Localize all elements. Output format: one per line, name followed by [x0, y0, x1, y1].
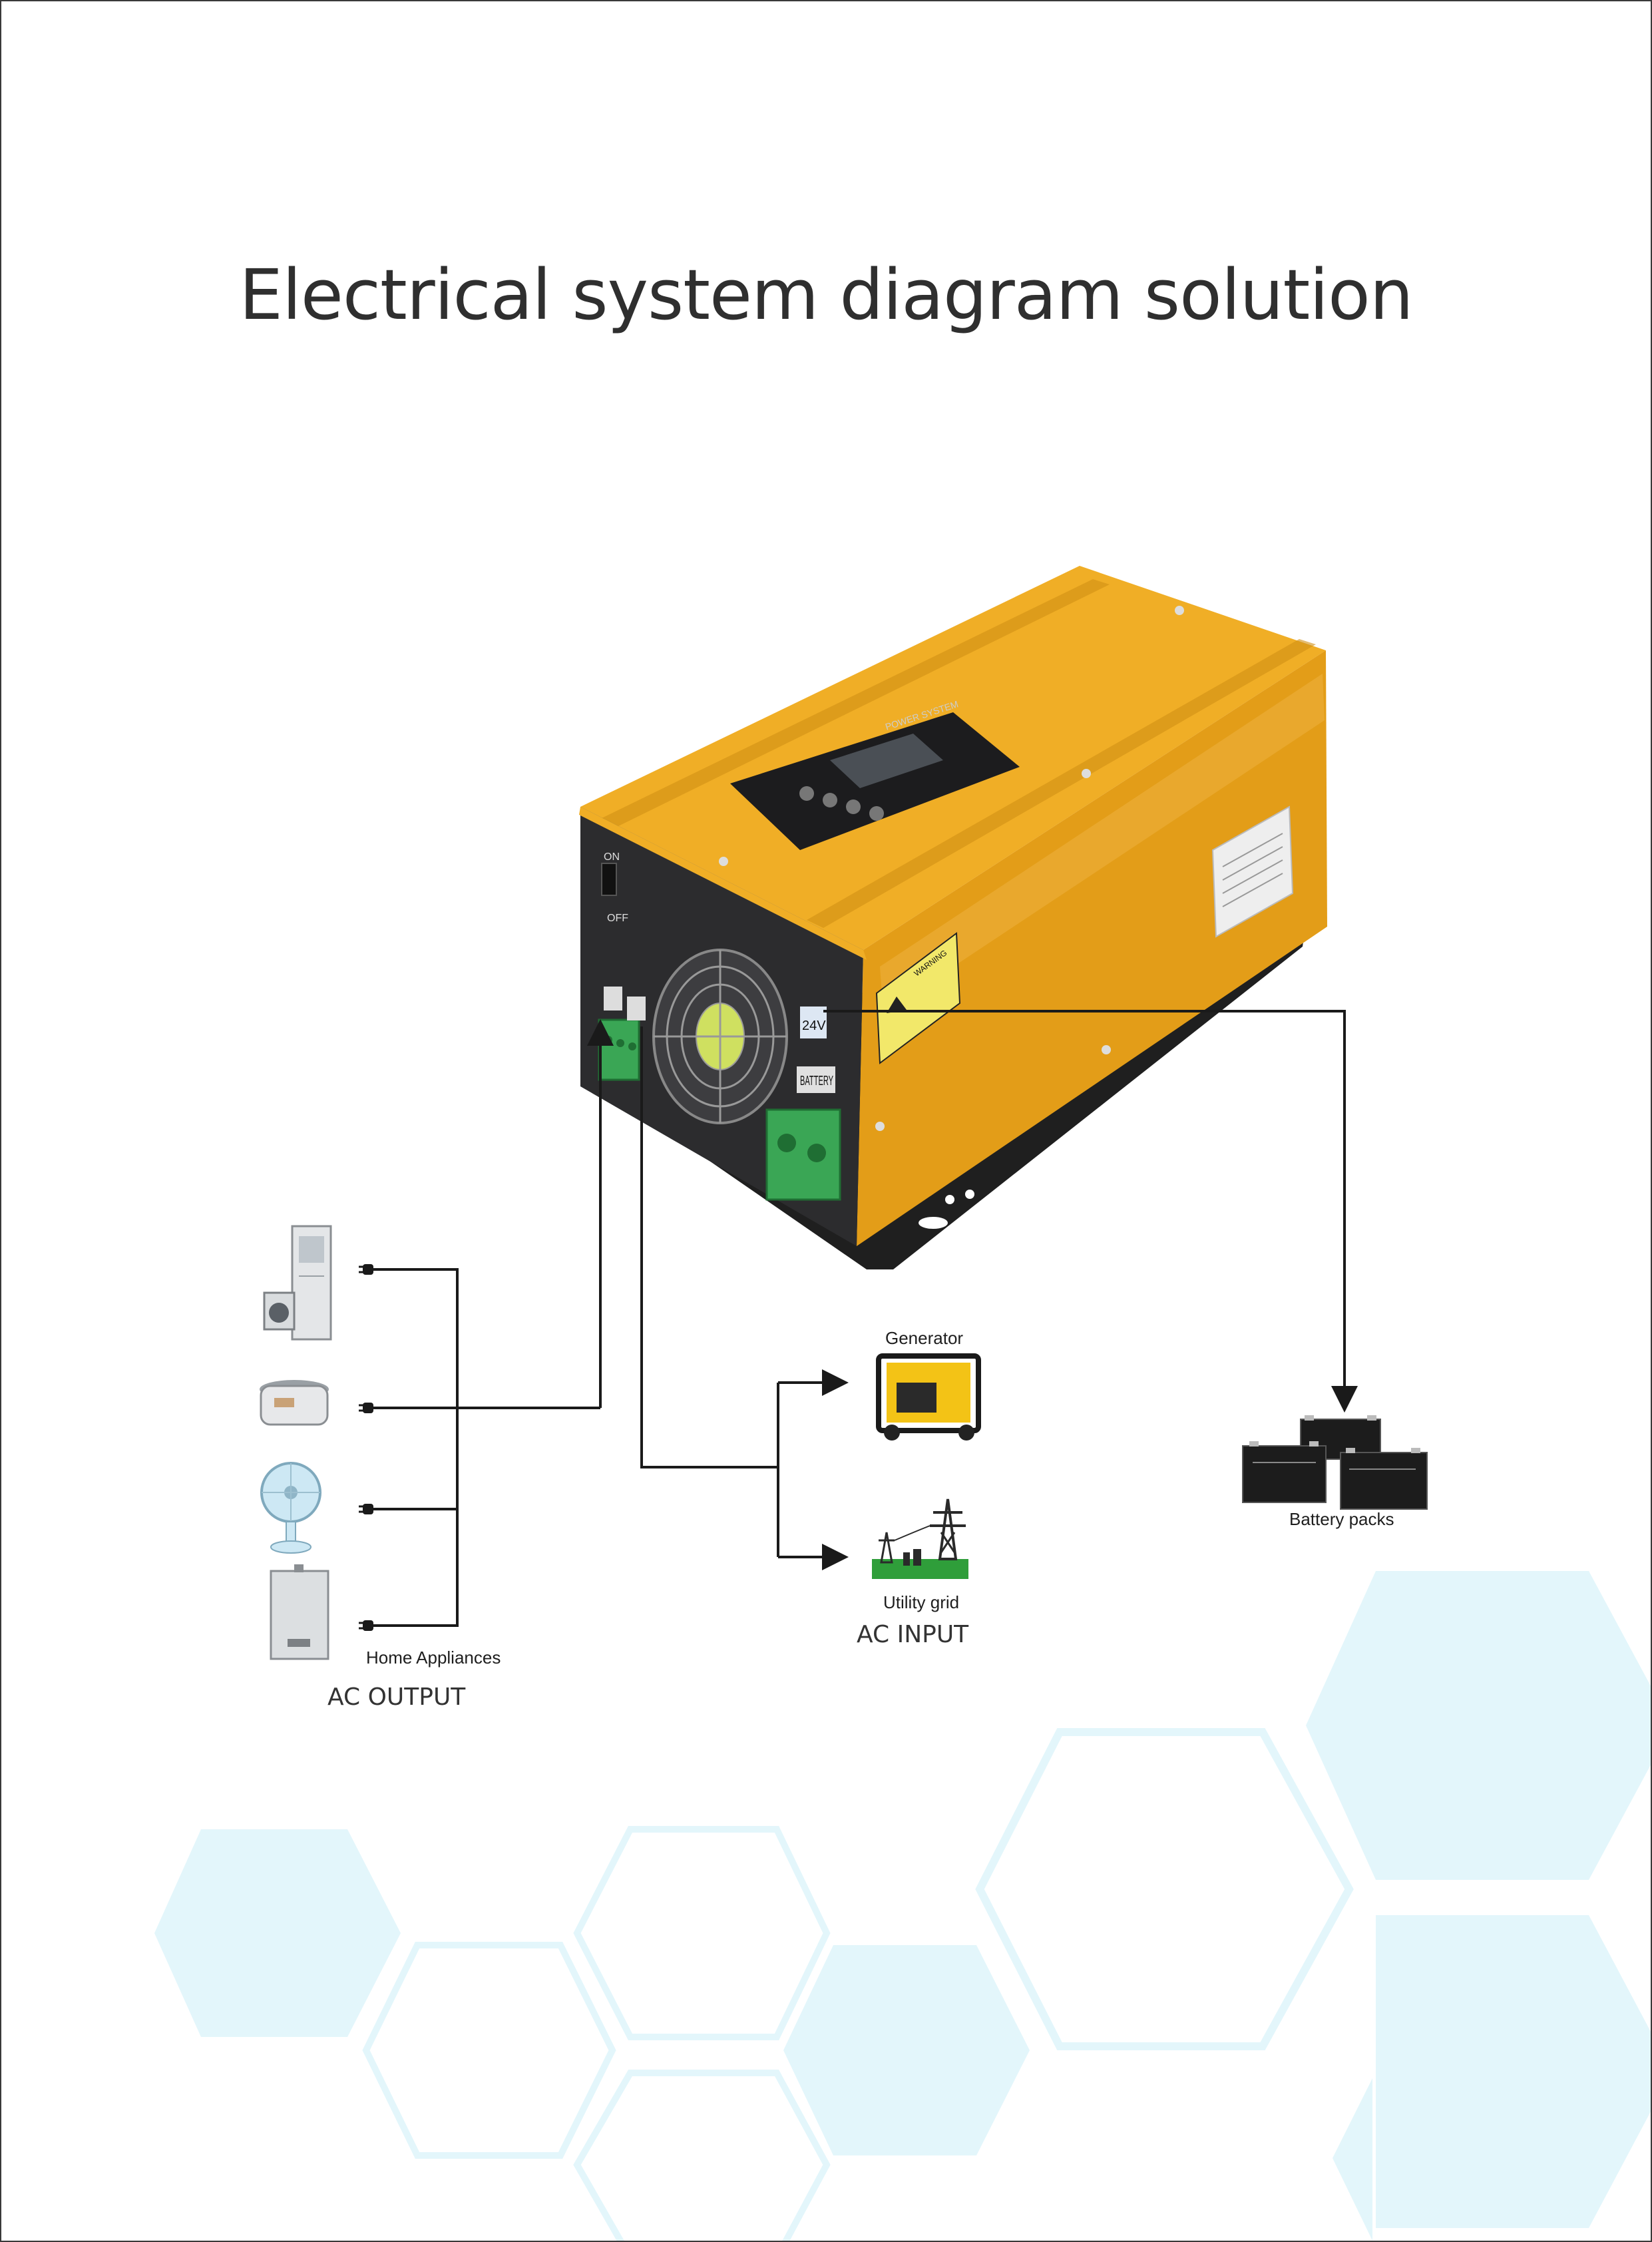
hexagon-outline	[975, 1728, 1354, 2050]
battery-packs-label: Battery packs	[1289, 1509, 1394, 1529]
hexagon-filled	[783, 1945, 1030, 2155]
voltage-label-plate	[800, 1007, 827, 1038]
washing-machine-icon	[263, 1291, 296, 1331]
hexagon-outline	[573, 1826, 831, 2040]
battery-label-plate	[797, 1066, 835, 1093]
inverter-side	[857, 650, 1327, 1246]
switch-on-label: ON	[604, 851, 620, 863]
hexagon-outline	[362, 1942, 616, 2159]
hexagon-filled	[1306, 1571, 1651, 1880]
battery-terminal-label: BATTERY	[800, 1074, 833, 1088]
water-heater-icon	[270, 1564, 329, 1660]
output-bus-line	[371, 1268, 459, 1627]
electric-fan-icon	[260, 1462, 321, 1554]
rice-cooker-icon	[260, 1380, 329, 1426]
hexagon-filled	[154, 1829, 401, 2037]
utility-grid-icon	[872, 1498, 968, 1579]
switch-off-label: OFF	[607, 913, 628, 924]
mount-slot	[919, 1217, 948, 1229]
voltage-label: 24V	[802, 1018, 826, 1033]
air-conditioner-icon	[291, 1225, 332, 1341]
lcd-screen	[830, 734, 943, 788]
ac-output-label: AC OUTPUT	[327, 1683, 466, 1711]
hexagon-filled	[1376, 1915, 1651, 2228]
battery-pack-icon	[1242, 1415, 1428, 1510]
input-feed-line	[640, 1026, 778, 1468]
warning-label	[875, 932, 961, 1064]
generator-icon	[876, 1353, 981, 1441]
arrow-to-battery	[823, 1010, 1358, 1413]
hexagon-filled	[1333, 2078, 1372, 2241]
hexagon-outline	[573, 2070, 831, 2241]
ac-input-label: AC INPUT	[857, 1621, 969, 1648]
plug-icons	[359, 1264, 373, 1631]
page-title: Electrical system diagram solution	[239, 254, 1413, 336]
generator-label: Generator	[885, 1328, 964, 1348]
utility-grid-label: Utility grid	[883, 1592, 960, 1612]
home-appliances-label: Home Appliances	[366, 1648, 501, 1668]
power-switch	[601, 863, 617, 896]
battery-terminal-block	[765, 1108, 841, 1201]
